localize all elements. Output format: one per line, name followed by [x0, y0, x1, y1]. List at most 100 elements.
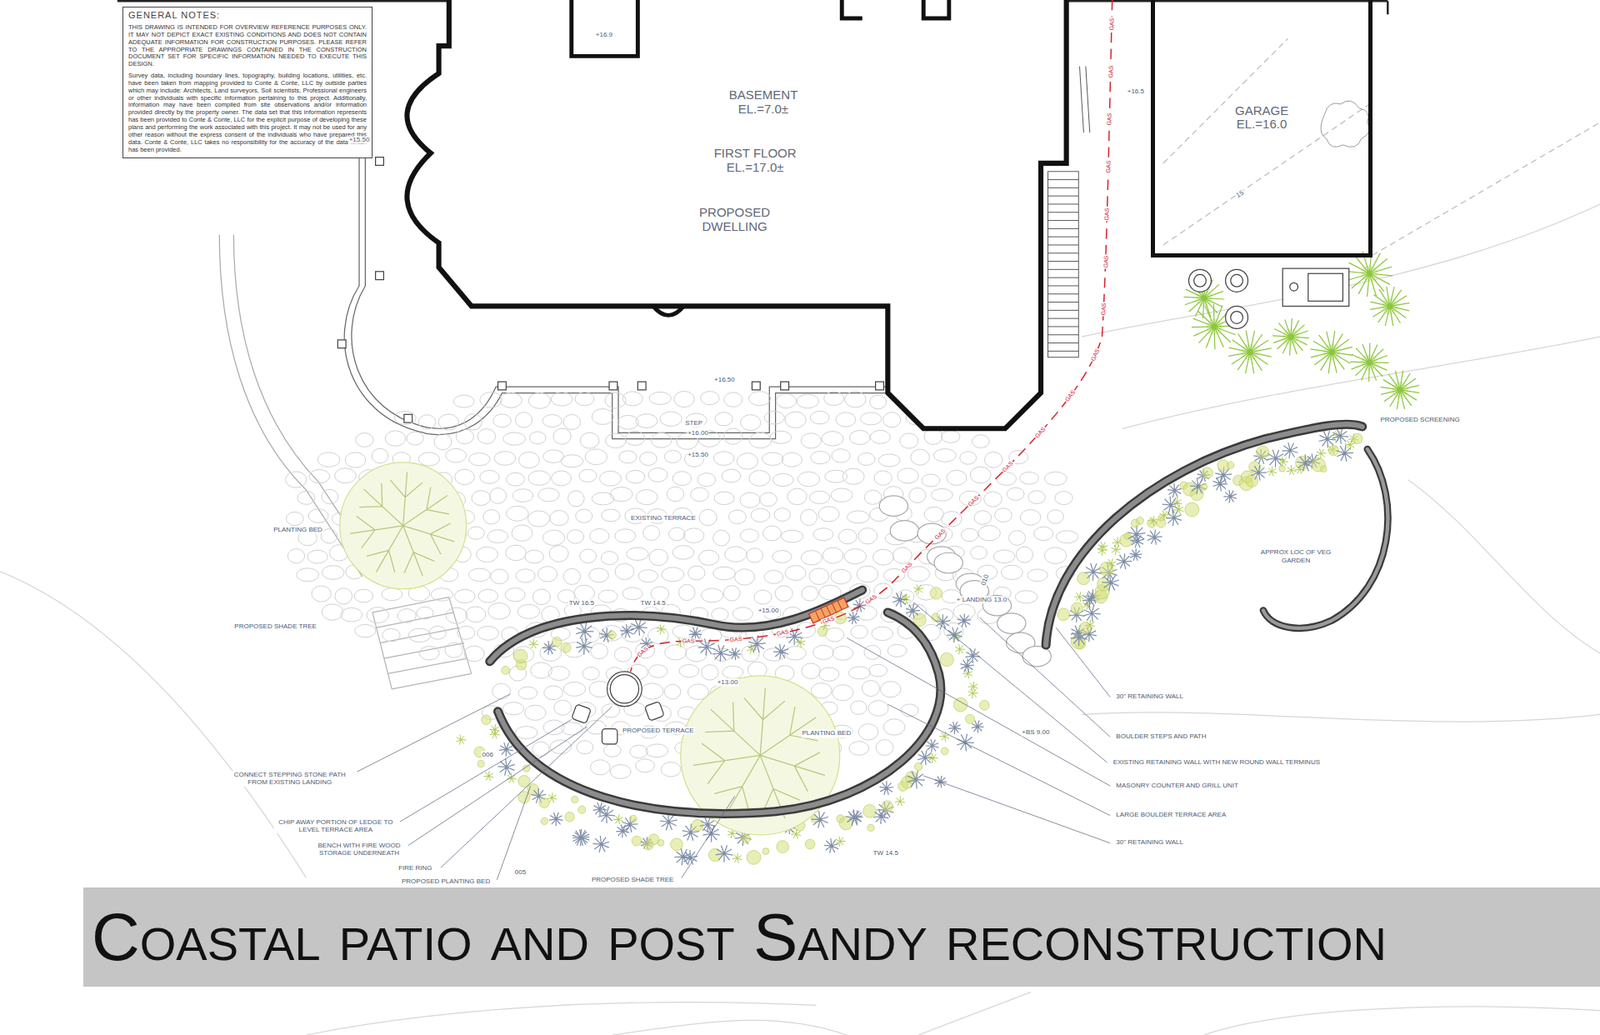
plant-symbol	[1097, 541, 1108, 552]
plant-symbol	[501, 665, 510, 675]
plant-symbol	[1110, 545, 1121, 555]
plant-symbol	[656, 624, 667, 635]
plant-symbol	[575, 622, 594, 640]
plant-symbol	[1278, 456, 1289, 467]
paving-stone	[418, 415, 436, 430]
paving-stone	[674, 390, 695, 407]
tree-branches	[350, 471, 455, 575]
paving-stone	[1047, 510, 1065, 524]
paving-stone	[679, 665, 700, 678]
plant-symbol	[968, 688, 979, 699]
paving-stone	[874, 470, 892, 485]
dwelling-wall	[406, 0, 1066, 429]
boulder	[890, 520, 919, 541]
paving-stone	[800, 433, 821, 449]
plant-symbol	[1223, 490, 1237, 504]
plan-label: EXISTING RETAINING WALL WITH NEW ROUND W…	[1112, 758, 1321, 766]
paving-stone	[725, 546, 747, 562]
paving-stone	[1020, 510, 1040, 526]
paving-stone	[515, 726, 538, 740]
plant-symbol	[1256, 445, 1270, 459]
paving-stone	[832, 645, 854, 660]
paving-stone	[1027, 569, 1048, 582]
plant-symbol	[906, 770, 925, 790]
plant-symbol	[895, 795, 905, 806]
plant-symbol	[1147, 515, 1158, 526]
boulder	[879, 495, 908, 516]
paving-stone	[855, 605, 877, 620]
paving-stone	[985, 451, 1003, 468]
paving-stone	[625, 430, 645, 445]
plant-symbol	[620, 624, 634, 638]
paving-stone	[746, 548, 764, 563]
plant-symbol	[1160, 510, 1170, 521]
paving-stone	[880, 681, 900, 698]
paving-stone	[505, 505, 529, 521]
paving-stone	[946, 470, 967, 485]
paving-stone	[503, 432, 526, 445]
plan-label: MASONRY COUNTER AND GRILL UNIT	[1115, 781, 1240, 790]
paving-stone	[787, 488, 807, 505]
plan-label: FIRE RING	[397, 864, 433, 872]
paving-stone	[844, 549, 866, 565]
plan-label: BENCH WITH FIRE WOOD STORAGE UNDERNEATH	[310, 841, 409, 857]
plan-label: TW 14.5	[872, 849, 900, 857]
plant-symbol	[913, 584, 924, 595]
gas-label: GAS	[899, 560, 914, 575]
paving-stone	[416, 606, 434, 620]
gas-label: GAS	[680, 637, 695, 644]
plant-symbol	[1345, 250, 1393, 297]
plant-symbol	[925, 739, 940, 753]
shade-tree	[340, 462, 467, 590]
paving-stone	[830, 569, 851, 585]
plan-label: +15.50	[686, 451, 710, 460]
paving-stone	[897, 468, 919, 484]
plant-symbol	[847, 611, 860, 625]
paving-stone	[1034, 526, 1054, 540]
plant-symbol	[741, 834, 750, 843]
paving-stone	[664, 684, 681, 700]
plant-symbol	[597, 806, 615, 824]
paving-stone	[1015, 590, 1038, 604]
plan-label: CHIP AWAY PORTION OF LEDGE TO LEVEL TERR…	[273, 817, 398, 833]
paving-stone	[591, 409, 614, 425]
plant-symbol	[1310, 330, 1353, 374]
plant-symbol	[477, 760, 485, 767]
paving-stone	[381, 588, 403, 601]
plant-symbol	[968, 681, 979, 692]
plant-symbol	[565, 811, 575, 822]
boulder	[934, 552, 963, 573]
paving-stone	[528, 470, 550, 485]
paving-stone	[307, 550, 328, 564]
plant-symbol	[940, 747, 949, 755]
plant-symbol	[490, 729, 500, 740]
paving-stone	[735, 569, 755, 585]
paving-stone	[649, 391, 671, 405]
paving-stone	[775, 394, 796, 409]
paving-stone	[518, 451, 540, 468]
plant-symbol	[905, 603, 920, 618]
paving-stone	[640, 683, 664, 700]
paving-stone	[296, 568, 320, 582]
paving-stone	[822, 547, 844, 564]
paving-stone	[600, 470, 622, 486]
paving-stone	[764, 410, 785, 424]
plant-symbol	[571, 795, 579, 803]
paving-stone	[818, 506, 840, 522]
paving-stone	[960, 451, 977, 465]
plant-symbol	[962, 668, 973, 679]
paving-stone	[568, 490, 585, 507]
paving-stone	[974, 510, 992, 525]
paving-stone	[797, 471, 820, 487]
gas-label: GAS	[1102, 254, 1110, 269]
plant-symbol	[578, 805, 586, 814]
paving-stone	[575, 509, 593, 523]
paving-stone	[883, 719, 905, 735]
plant-symbol	[1352, 433, 1363, 444]
paving-stone	[625, 470, 645, 483]
paving-stone	[701, 665, 720, 680]
plant-symbol	[1147, 529, 1163, 545]
paving-stone	[660, 762, 681, 777]
paving-stone	[354, 589, 374, 603]
gas-label: GAS	[1105, 159, 1111, 174]
